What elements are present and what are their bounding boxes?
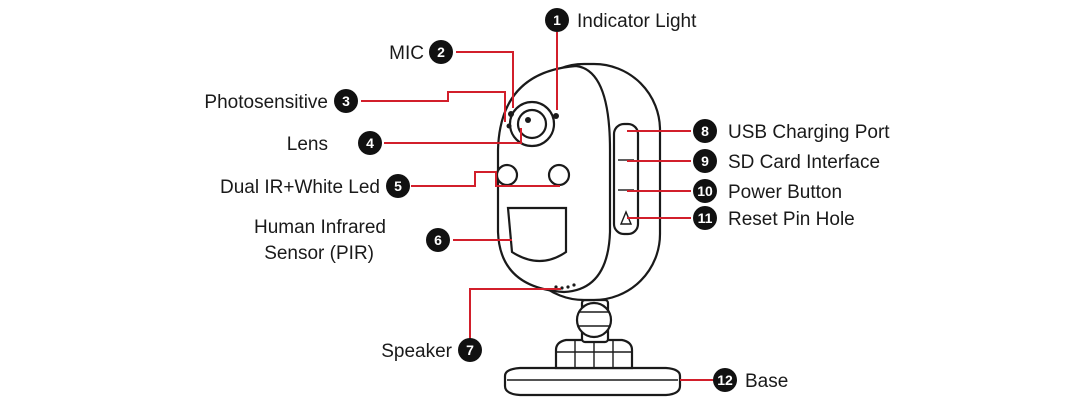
ir-led-right-icon [547,163,571,187]
label-pir-line1: Human Infrared [254,217,386,238]
badge-7 [458,338,482,362]
badge-number: 9 [701,153,709,169]
callout-ir-led: 5 Dual IR+White Led [220,174,410,198]
camera-base [503,366,682,397]
badge-12 [713,368,737,392]
badge-9 [693,149,717,173]
leader-lines [361,32,713,381]
callout-photosensitive: 3 Photosensitive [204,89,358,113]
badge-number: 10 [697,183,713,199]
leader-speaker [469,288,561,345]
callout-indicator-light: 1 Indicator Light [545,8,697,32]
badge-number: 8 [701,123,709,139]
indicator-light-icon [553,113,559,119]
leader-mic [456,51,514,108]
label-photosensitive: Photosensitive [204,92,328,113]
label-indicator-light: Indicator Light [577,11,697,32]
badge-6 [426,228,450,252]
side-port-panel [612,122,640,236]
label-base: Base [745,371,788,392]
badge-number: 7 [466,342,474,358]
label-ir-led: Dual IR+White Led [220,177,380,198]
leader-photosensitive [361,91,506,122]
mic-hole-icon [508,111,514,117]
badge-4 [358,131,382,155]
label-power: Power Button [728,182,842,203]
badge-number: 11 [698,210,713,226]
callout-power: 10 Power Button [693,179,842,203]
callout-sd-card: 9 SD Card Interface [693,149,880,173]
badge-number: 12 [717,372,733,388]
callout-lens: 4 Lens [287,131,382,155]
badge-5 [386,174,410,198]
callout-mic: 2 MIC [389,40,453,64]
leader-lens [384,128,522,144]
callout-pir: 6 Human Infrared Sensor (PIR) [254,217,450,264]
camera-mount [554,338,634,370]
badge-number: 3 [342,93,350,109]
label-lens: Lens [287,134,328,155]
callout-usb: 8 USB Charging Port [693,119,890,143]
badge-number: 6 [434,232,442,248]
badge-1 [545,8,569,32]
ir-led-left-icon [495,163,519,187]
camera-ball-joint [575,298,613,344]
photosensitive-icon [506,123,512,129]
pir-sensor-window [506,206,568,263]
callout-reset: 11 Reset Pin Hole [693,206,855,230]
lens-icon [508,100,556,148]
callout-base: 12 Base [713,368,788,392]
speaker-grille-icon [554,283,576,290]
label-mic: MIC [389,43,424,64]
badge-number: 2 [437,44,445,60]
badge-3 [334,89,358,113]
leader-ir-led [411,171,560,187]
badge-11 [693,206,717,230]
callout-speaker: 7 Speaker [381,338,482,362]
badge-number: 5 [394,178,402,194]
label-sd-card: SD Card Interface [728,152,880,173]
badge-2 [429,40,453,64]
badge-8 [693,119,717,143]
label-pir-line2: Sensor (PIR) [264,243,374,264]
label-reset: Reset Pin Hole [728,209,855,230]
label-speaker: Speaker [381,341,452,362]
camera-illustration [495,62,682,397]
badge-10 [693,179,717,203]
badge-number: 1 [553,12,561,28]
label-usb: USB Charging Port [728,122,890,143]
badge-number: 4 [366,135,374,151]
